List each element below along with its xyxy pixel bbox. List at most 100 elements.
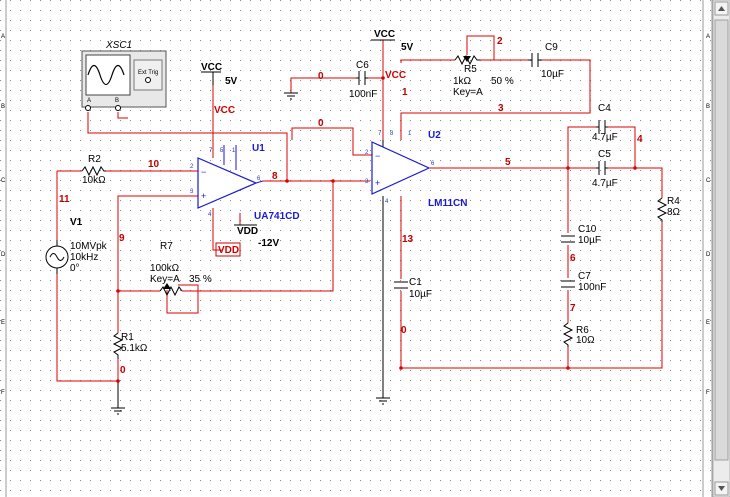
u2-pin-label: 3 <box>365 179 369 185</box>
net-label-10: 10 <box>148 159 160 170</box>
scope-channel-a-label: A <box>87 98 91 104</box>
supply-vdd-u1[interactable]: VDD -12V <box>234 224 279 249</box>
net-label-2: 2 <box>497 36 503 47</box>
sheet-border-left: A B C D E F <box>1 0 7 497</box>
ac-source-v1[interactable]: V1 10MVpk 10kHz 0° <box>45 217 108 274</box>
opamp-u2-body[interactable] <box>371 141 431 195</box>
net-label-0: 0 <box>401 325 407 336</box>
resistor-r1[interactable]: R1 5.1kΩ <box>112 332 148 359</box>
junction-dot <box>381 76 385 80</box>
vcc-b-value: 5V <box>401 42 414 53</box>
r5-ref: R5 <box>464 64 477 75</box>
vcc-b-name: VCC <box>374 29 395 40</box>
r4-ref: R4 <box>667 196 680 207</box>
wiper-arrow-icon <box>163 283 171 289</box>
ground-u2 <box>376 397 390 405</box>
u2-minus-sign: − <box>375 151 380 161</box>
junction-dot <box>116 289 120 293</box>
c1-value: 10µF <box>409 289 432 300</box>
scope-terminal-b[interactable] <box>115 105 121 111</box>
u2-plus-sign: + <box>375 178 380 188</box>
r1-value: 5.1kΩ <box>121 343 148 354</box>
u1-pin-label: 1 <box>232 148 236 154</box>
scope-ref: XSC1 <box>105 40 132 51</box>
junction-dot <box>285 179 289 183</box>
resistor-r4[interactable]: R4 8Ω <box>656 196 681 222</box>
potentiometer-r5[interactable]: R5 1kΩ Key=A 50 % <box>453 54 514 98</box>
capacitor-c6[interactable]: C6 100nF <box>349 60 377 100</box>
c7-value: 100nF <box>578 282 606 293</box>
wire-u1-vdd <box>212 208 223 251</box>
scope-screen <box>85 54 131 96</box>
u1-pin-label: 5 <box>220 148 224 154</box>
scope-terminal-a[interactable] <box>85 105 91 111</box>
u1-pin-label: 7 <box>209 148 213 154</box>
wire-net-4 <box>608 126 636 168</box>
border-letter-b-right: B <box>706 104 710 110</box>
junction-dot <box>399 366 403 370</box>
border-letter-f: F <box>1 390 5 396</box>
resistor-r2-symbol <box>81 165 106 177</box>
resistor-r2[interactable]: R2 10kΩ <box>81 154 106 186</box>
u2-pin-label: 8 <box>390 131 394 137</box>
net-label-13: 13 <box>402 234 414 245</box>
c1-ref: C1 <box>409 277 422 288</box>
border-letter-d: D <box>1 252 6 258</box>
vdd-value: -12V <box>258 238 279 249</box>
net-label-7: 7 <box>570 303 576 314</box>
wire-r7-right <box>182 181 334 292</box>
border-letter-c-right: C <box>706 178 711 184</box>
scope-terminal-trig[interactable] <box>145 77 151 83</box>
capacitor-c10[interactable]: C10 10µF <box>561 224 601 246</box>
vcc-connector-u1: VCC <box>214 105 235 116</box>
u1-minus-sign: − <box>201 167 206 177</box>
supply-vcc-u1[interactable]: VCC 5V <box>201 62 238 87</box>
u1-pin-label: 4 <box>208 212 212 218</box>
supply-vcc-u2[interactable]: VCC 5V <box>374 29 414 53</box>
r7-ref: R7 <box>160 241 173 252</box>
scope-channel-b-label: B <box>115 98 119 104</box>
capacitor-c1[interactable]: C1 10µF <box>394 277 432 300</box>
junctions <box>116 76 637 383</box>
capacitor-c7[interactable]: C7 100nF <box>561 271 606 293</box>
wire-net-3 <box>400 59 591 140</box>
vcc-a-value: 5V <box>225 76 238 87</box>
opamp-u1-body[interactable] <box>197 157 258 209</box>
net-label-0: 0 <box>318 71 324 82</box>
net-label-0: 0 <box>318 118 324 129</box>
u1-part: UA741CD <box>254 211 300 222</box>
u2-pin-label: 4 <box>385 199 389 205</box>
capacitor-c5[interactable]: C5 4.7µF <box>592 149 618 189</box>
c6-value: 100nF <box>349 89 377 100</box>
capacitor-c4[interactable]: C4 4.7µF <box>592 103 618 143</box>
u2-pin-label: 7 <box>378 131 382 137</box>
u2-pin-label: 6 <box>431 161 435 167</box>
vcc-a-name: VCC <box>201 62 222 73</box>
wire-net-2 <box>466 35 495 60</box>
border-letter-b: B <box>1 104 5 110</box>
net-label-5: 5 <box>505 157 511 168</box>
u1-pin-label: 3 <box>190 189 194 195</box>
scope-ext-trig-label: Ext Trig <box>138 70 158 76</box>
wire-scope-b <box>117 112 128 119</box>
potentiometer-r7[interactable]: R7 100kΩ Key=A 35 % <box>150 241 212 297</box>
resistor-r6[interactable]: R6 10Ω <box>562 322 595 347</box>
r6-ref: R6 <box>576 325 589 336</box>
opamp-u1[interactable]: − + 7 5 1 3 2 6 4 U1 UA741CD <box>190 143 300 222</box>
net-label-4: 4 <box>637 134 643 145</box>
border-letter-a-right: A <box>706 34 710 40</box>
oscilloscope-xsc1[interactable]: XSC1 Ext Trig A B <box>81 40 167 111</box>
net-label-11: 11 <box>59 194 70 205</box>
sheet-border-right: A B C D E F <box>702 0 713 497</box>
scrollbar-vertical[interactable] <box>712 0 730 497</box>
scroll-thumb[interactable] <box>714 19 729 461</box>
r7-value: 100kΩ <box>150 263 180 274</box>
border-letter-d-right: D <box>706 252 711 258</box>
opamp-u2[interactable]: − + 7 8 1 3 2 6 4 U2 LM11CN <box>365 130 467 209</box>
net-label-3: 3 <box>498 103 504 114</box>
u2-part: LM11CN <box>428 198 467 209</box>
capacitor-c9[interactable]: C9 10µF <box>528 42 564 80</box>
vdd-name: VDD <box>237 226 258 237</box>
r5-key: Key=A <box>453 87 483 98</box>
net-label-1: 1 <box>402 87 408 98</box>
